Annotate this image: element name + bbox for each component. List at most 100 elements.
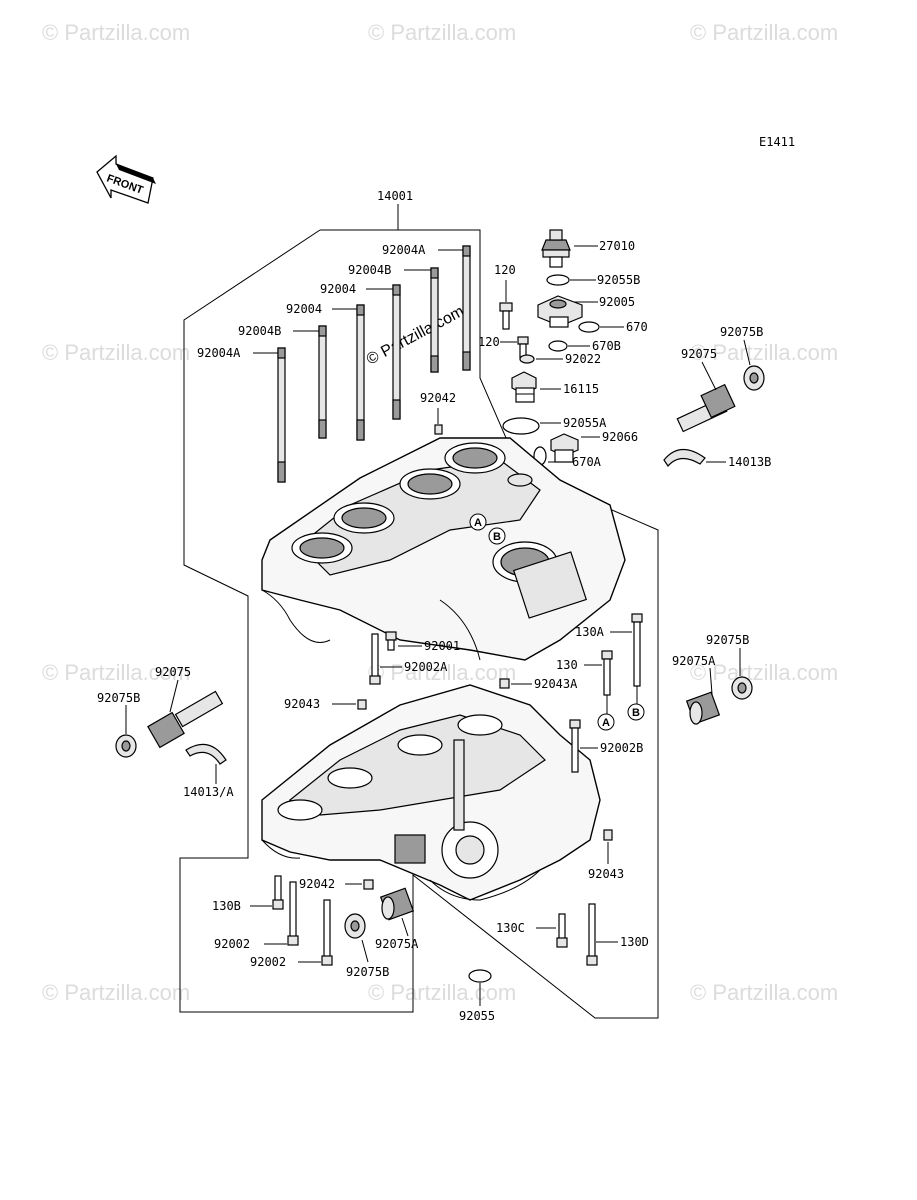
bolt-92002-a: [287, 881, 299, 946]
watermark: © Partzilla.com: [690, 20, 838, 45]
label-92022: 92022: [565, 352, 601, 366]
label-92002-b: 92002: [250, 955, 286, 969]
upper-crankcase: [261, 437, 626, 661]
o-ring-92055B: [546, 274, 570, 286]
front-arrow-icon: FRONT: [96, 154, 156, 204]
bolt-130A: [631, 613, 643, 687]
label-92075A-right: 92075A: [672, 654, 716, 668]
label-92075B-bottom: 92075B: [346, 965, 389, 979]
label-92042-bottom: 92042: [299, 877, 335, 891]
bolt-130: [601, 650, 613, 696]
o-ring-670B: [548, 340, 568, 352]
label-670: 670: [626, 320, 648, 334]
label-16115: 16115: [563, 382, 599, 396]
figure-code: E1411: [759, 135, 795, 149]
bearing-92075A-bottom: [379, 887, 415, 921]
watermark: © Partzilla.com: [42, 660, 190, 685]
label-670B: 670B: [592, 339, 621, 353]
callout-b-top: B: [488, 527, 506, 545]
label-92075-right: 92075: [681, 347, 717, 361]
watermark: © Partzilla.com: [42, 340, 190, 365]
bolt-130C: [556, 913, 568, 948]
bearing-14013B: [663, 448, 706, 467]
watermark: © Partzilla.com: [368, 20, 516, 45]
bearing-14013A: [185, 743, 227, 765]
assembly-boundary: [179, 229, 659, 1019]
label-130: 130: [556, 658, 578, 672]
oil-filler-cap: [511, 371, 537, 403]
label-92043-left: 92043: [284, 697, 320, 711]
plug-92066: [550, 433, 579, 463]
label-92004-mid: 92004: [286, 302, 322, 316]
label-92004B-top: 92004B: [348, 263, 391, 277]
label-92001: 92001: [424, 639, 460, 653]
dowel-92043-right: [603, 829, 613, 841]
washer-92075B-left: [115, 734, 137, 758]
o-ring-92055A: [502, 417, 540, 435]
label-92075B-right-mid: 92075B: [706, 633, 749, 647]
bolt-120-top: [499, 302, 513, 330]
watermark: © Partzilla.com: [42, 20, 190, 45]
label-92002A: 92002A: [404, 660, 448, 674]
o-ring-670: [578, 321, 600, 333]
label-92004-top: 92004: [320, 282, 356, 296]
label-92075-left: 92075: [155, 665, 191, 679]
bolt-130B: [272, 875, 284, 910]
watermark: © Partzilla.com: [690, 660, 838, 685]
washer-92075B-right-top: [743, 365, 765, 391]
label-92002-a: 92002: [214, 937, 250, 951]
label-92075B-right-top: 92075B: [720, 325, 763, 339]
label-27010: 27010: [599, 239, 635, 253]
shaft-92075-right: [676, 383, 736, 433]
label-92043A: 92043A: [534, 677, 578, 691]
studs: [277, 245, 471, 483]
shaft-92075-left: [147, 690, 224, 749]
bolt-130D: [586, 903, 598, 966]
label-92055A: 92055A: [563, 416, 607, 430]
label-130B: 130B: [212, 899, 241, 913]
label-130D: 130D: [620, 935, 649, 949]
watermark: © Partzilla.com: [368, 660, 516, 685]
label-130C: 130C: [496, 921, 525, 935]
label-120-top: 120: [494, 263, 516, 277]
label-92042-top: 92042: [420, 391, 456, 405]
label-92004A-left: 92004A: [197, 346, 241, 360]
watermarks: © Partzilla.com © Partzilla.com © Partzi…: [42, 20, 838, 1005]
oil-pressure-switch: [541, 229, 571, 268]
label-14013B: 14013B: [728, 455, 771, 469]
label-92055B: 92055B: [597, 273, 640, 287]
label-92075B-left: 92075B: [97, 691, 140, 705]
label-92066: 92066: [602, 430, 638, 444]
label-92075A-bottom: 92075A: [375, 937, 419, 951]
dowel-92043-left: [357, 699, 367, 710]
label-92004B-left: 92004B: [238, 324, 281, 338]
watermark: © Partzilla.com: [42, 980, 190, 1005]
label-92005: 92005: [599, 295, 635, 309]
center-watermark: © Partzilla.com: [364, 303, 467, 369]
label-120-mid: 120: [478, 335, 500, 349]
svg-text:A: A: [474, 517, 482, 529]
label-130A: 130A: [575, 625, 605, 639]
label-92004A-top: 92004A: [382, 243, 426, 257]
bolt-92002A: [369, 633, 381, 685]
washer-92075B-bottom: [344, 913, 366, 939]
dowel-92043A: [499, 678, 510, 689]
lower-crankcase: [261, 684, 601, 901]
callout-b-bottom: B: [627, 703, 645, 721]
label-14001: 14001: [377, 189, 413, 203]
svg-text:B: B: [632, 707, 640, 719]
bolt-92002-b: [321, 899, 333, 966]
fitting-92005: [537, 295, 583, 328]
dowel-92042-bottom: [363, 879, 374, 890]
bolt-92001: [385, 631, 397, 651]
svg-text:B: B: [493, 531, 501, 543]
washer-92075B-right-mid: [731, 676, 753, 700]
svg-text:A: A: [602, 717, 610, 729]
callout-a-top: A: [469, 513, 487, 531]
o-ring-92055: [468, 969, 492, 983]
washer-92022: [519, 354, 535, 364]
bolt-92002B: [569, 719, 581, 773]
label-92055: 92055: [459, 1009, 495, 1023]
label-92002B: 92002B: [600, 741, 643, 755]
label-14013A: 14013/A: [183, 785, 234, 799]
